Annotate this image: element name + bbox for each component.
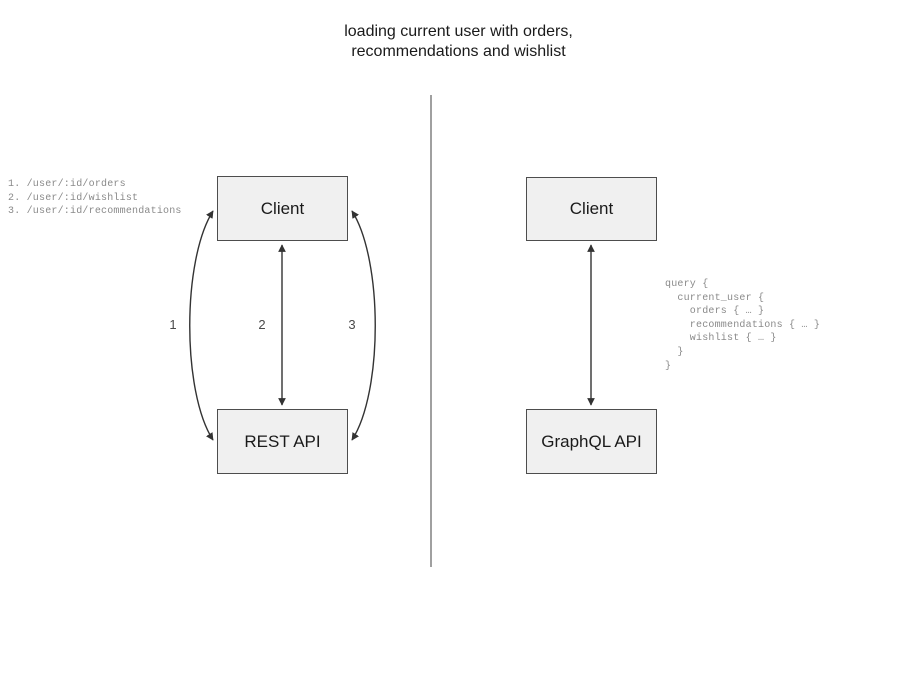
edge-3-curve xyxy=(351,210,376,441)
edge-label-2: 2 xyxy=(258,317,266,332)
edge-1-curve xyxy=(189,210,214,441)
node-label: REST API xyxy=(244,431,321,451)
node-client-right[interactable]: Client xyxy=(526,177,657,241)
page-title: loading current user with orders, recomm… xyxy=(344,23,573,60)
edge-label-3: 3 xyxy=(348,317,356,332)
node-rest-api[interactable]: REST API xyxy=(217,409,348,474)
node-graphql-api[interactable]: GraphQL API xyxy=(526,409,657,474)
graphql-query-snippet: query { current_user { orders { … } reco… xyxy=(665,279,821,372)
node-client-left[interactable]: Client xyxy=(217,176,348,241)
edge-label-1: 1 xyxy=(169,317,177,332)
node-label: Client xyxy=(569,199,614,218)
rest-endpoints-list: 1. /user/:id/orders 2. /user/:id/wishlis… xyxy=(8,179,182,218)
node-label: Client xyxy=(260,198,305,218)
node-label: GraphQL API xyxy=(541,431,642,451)
